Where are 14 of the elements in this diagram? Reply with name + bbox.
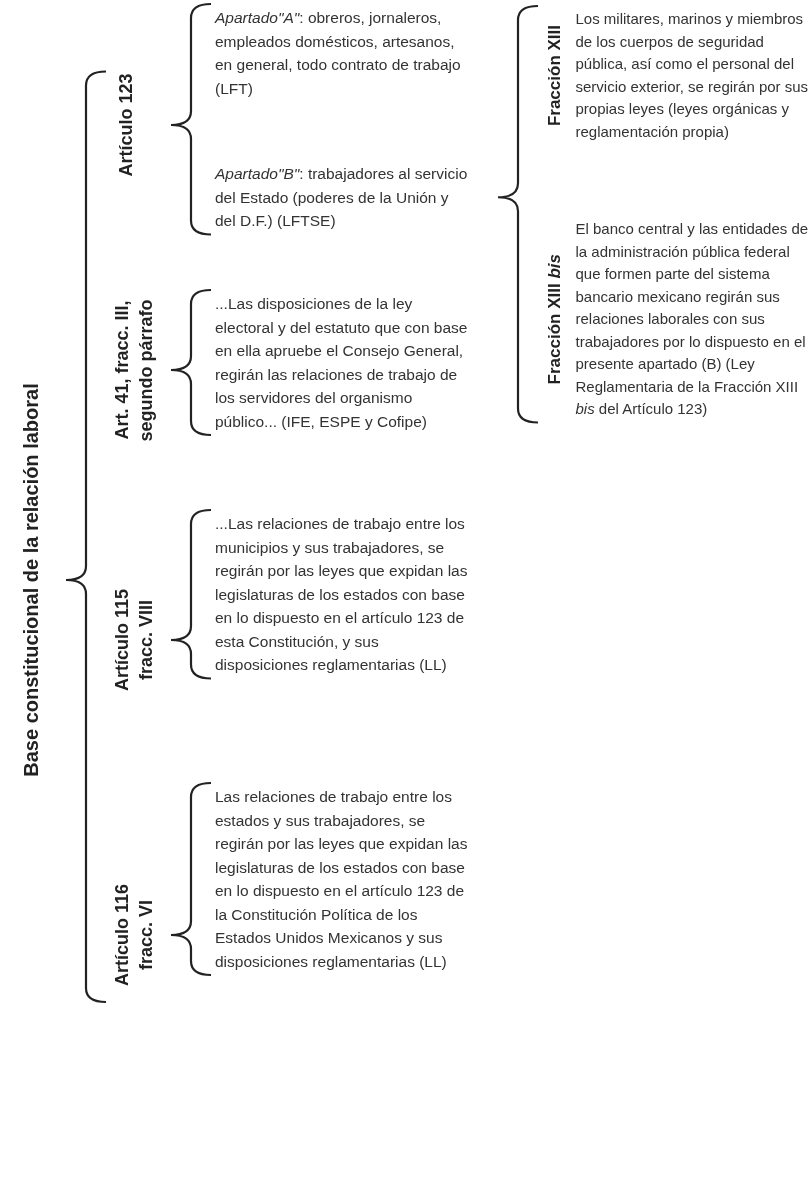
description-text: Los militares, marinos y miembros de los cuerpos de seguridad pública, así como el personal del servicio exterior, se regirán por sus propias leyes (leyes orgánicas y reglamentación propia) <box>575 9 810 142</box>
vertical-heading: Art. 41, fracc. III, segundo párrafo <box>110 282 158 458</box>
vertical-title: Base constitucional de la relación laboral <box>16 383 46 777</box>
vertical-heading: Artículo 116 fracc. VI <box>110 870 158 1000</box>
description-text: Apartado"A": obreros, jornaleros, empleados domésticos, artesanos, en general, todo contrato de trabajo (LFT) <box>215 6 470 100</box>
vertical-heading: Fracción XIII bis <box>544 254 565 385</box>
vertical-heading: Fracción XIII <box>544 24 565 127</box>
description-text: Apartado"B": trabajadores al servicio del Estado (poderes de la Unión y del D.F.) (LFTSE) <box>215 162 470 233</box>
description-text: El banco central y las entidades de la administración pública federal que formen parte del sistema bancario mexicano regirán sus relaciones laborales con sus trabajadores por lo dispuesto en el presente apartado (B) (Ley Reglamentaria de la Fracción XIII bis del Artículo 123) <box>575 219 810 419</box>
description-text: ...Las disposiciones de la ley electoral y del estatuto que con base en ella apruebe el Consejo General, regirán las relaciones de trabajo de los servidores del organismo público... (IFE, ESPE y Cofipe) <box>215 292 470 433</box>
vertical-heading: Artículo 115 fracc. VIII <box>110 575 158 705</box>
description-text: ...Las relaciones de trabajo entre los municipios y sus trabajadores, se regirán por las leyes que expidan las legislaturas de los estados con base en lo dispuesto en el artículo 123 de esta Constitución, y sus disposiciones reglamentarias (LL) <box>215 512 470 677</box>
vertical-heading: Artículo 123 <box>114 73 138 177</box>
description-text: Las relaciones de trabajo entre los estados y sus trabajadores, se regirán por las leyes que expidan las legislaturas de los estados con base en lo dispuesto en el artículo 123 de la Constitución Política de los Estados Unidos Mexicanos y sus disposiciones reglamentarias (LL) <box>215 785 470 973</box>
